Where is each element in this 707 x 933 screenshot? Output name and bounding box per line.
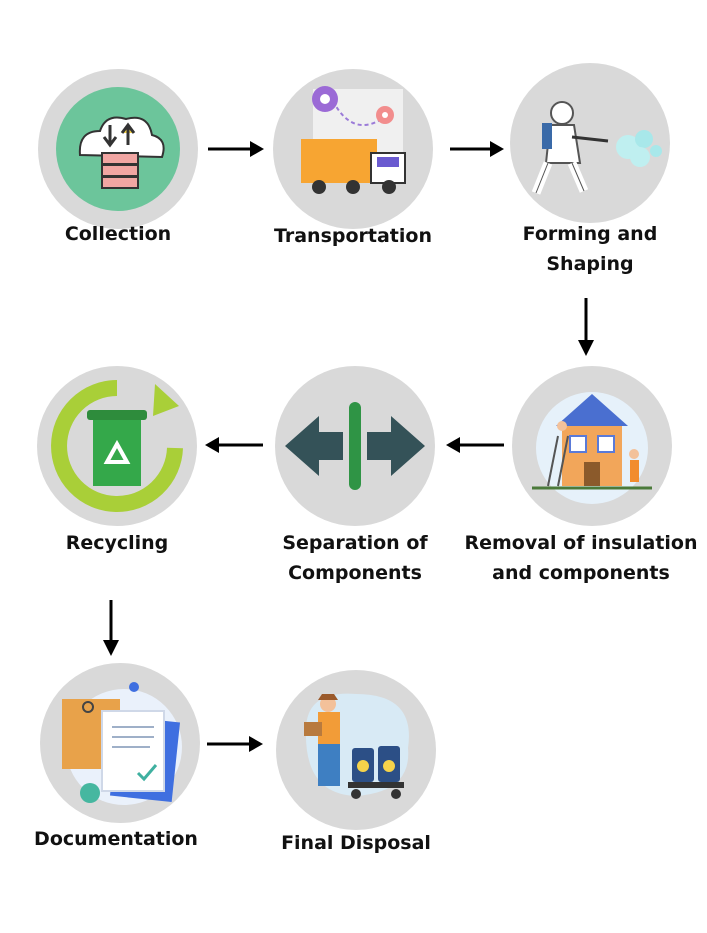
- worker-barrels-icon: [304, 693, 409, 799]
- step-final-disposal-label: Final Disposal: [281, 832, 431, 854]
- arrow-left-1: [446, 435, 504, 455]
- arrow-left-2: [205, 435, 263, 455]
- step-collection-label: Collection: [64, 223, 172, 245]
- step-removal-label: Removal of insulation and components: [464, 532, 698, 584]
- step-separation-node: [275, 366, 435, 526]
- step-forming-node: [510, 63, 670, 223]
- step-forming-label: Forming and Shaping: [522, 223, 658, 275]
- step-documentation-node: [40, 663, 200, 823]
- step-final-disposal-node: [276, 670, 436, 830]
- truck-map-icon: [301, 86, 406, 194]
- step-transportation-node: [273, 69, 433, 229]
- step-collection-node: [38, 69, 198, 229]
- step-removal-node: [512, 366, 672, 526]
- arrow-right-1: [208, 139, 264, 159]
- step-documentation-label: Documentation: [34, 828, 198, 850]
- step-recycling-node: [37, 366, 197, 526]
- arrow-down-2: [101, 600, 121, 656]
- step-recycling-label: Recycling: [65, 532, 169, 554]
- documents-icon: [62, 682, 182, 805]
- split-arrows-icon: [285, 402, 425, 490]
- arrow-right-2: [450, 139, 504, 159]
- arrow-right-3: [207, 734, 263, 754]
- arrow-down-1: [576, 298, 596, 356]
- cloud-server-icon: [56, 87, 180, 211]
- house-repair-icon: [532, 392, 652, 504]
- step-separation-label: Separation of Components: [282, 532, 428, 584]
- step-transportation-label: Transportation: [273, 225, 432, 247]
- recycle-bin-icon: [51, 380, 183, 512]
- spray-worker-icon: [531, 101, 662, 195]
